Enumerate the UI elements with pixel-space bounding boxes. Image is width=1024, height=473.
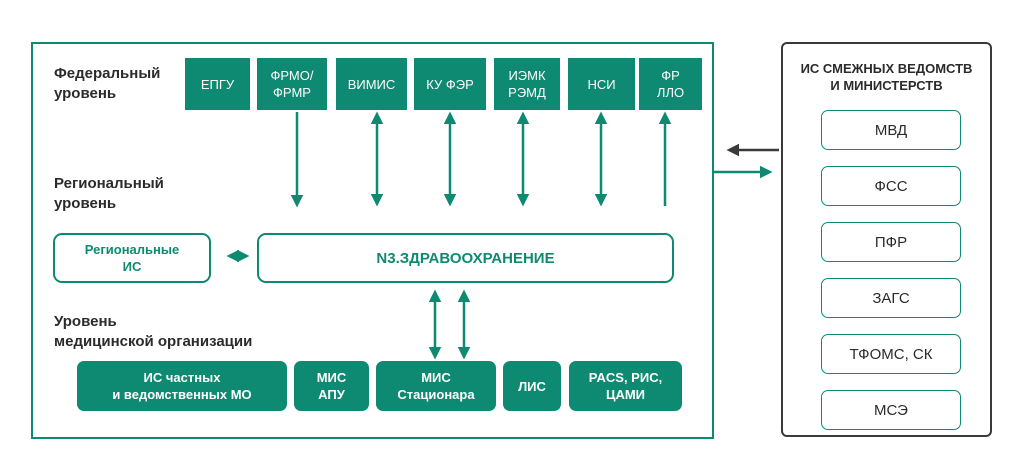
federal-box-epgu: ЕПГУ [185,58,250,110]
external-item-fss: ФСС [821,166,961,206]
federal-box-nsi: НСИ [568,58,635,110]
external-agencies-title: ИС СМЕЖНЫХ ВЕДОМСТВ И МИНИСТЕРСТВ [800,61,973,93]
main-system-frame [31,42,714,439]
mo-box-pacs-ris-cami: PACS, РИС, ЦАМИ [569,361,682,411]
federal-box-fr-llo: ФР ЛЛО [639,58,702,110]
external-item-pfr: ПФР [821,222,961,262]
federal-level-label: Федеральный уровень [54,65,161,102]
external-item-mvd: МВД [821,110,961,150]
federal-box-frmo-frmr: ФРМО/ ФРМР [257,58,327,110]
federal-box-iemk-remd: ИЭМК РЭМД [494,58,560,110]
mo-box-mis-hospital: МИС Стационара [376,361,496,411]
external-item-zags: ЗАГС [821,278,961,318]
regional-level-label: Региональный уровень [54,175,164,212]
federal-box-ku-fer: КУ ФЭР [414,58,486,110]
mo-box-mis-apu: МИС АПУ [294,361,369,411]
external-item-tfoms-sk: ТФОМС, СК [821,334,961,374]
regional-is-box: Региональные ИС [53,233,211,283]
mo-level-label: Уровень медицинской организации [54,313,253,350]
mo-box-lis: ЛИС [503,361,561,411]
external-item-mse: МСЭ [821,390,961,430]
n3-zdravoohranenie-box: N3.ЗДРАВООХРАНЕНИЕ [257,233,674,283]
federal-box-vimis: ВИМИС [336,58,407,110]
mo-box-private-departmental: ИС частных и ведомственных МО [77,361,287,411]
